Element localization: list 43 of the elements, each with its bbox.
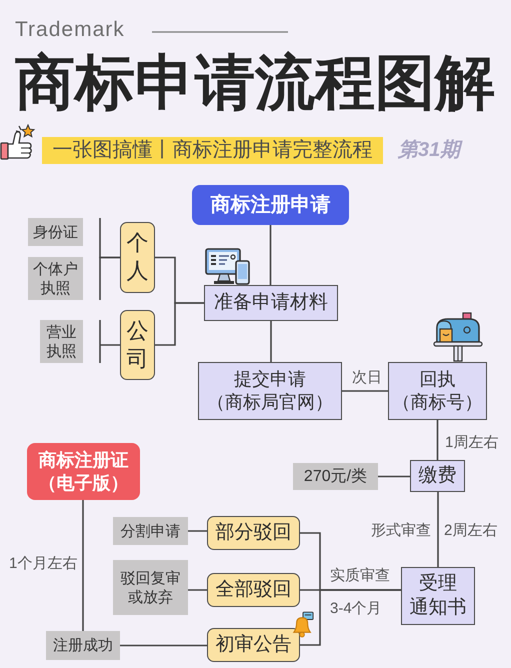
connector-line xyxy=(188,589,207,591)
connector-line xyxy=(342,390,388,392)
subtitle-banner: 一张图搞懂丨商标注册申请完整流程 xyxy=(42,137,383,164)
title: 商标申请流程图解 xyxy=(15,50,495,116)
process-box: 提交申请（商标局官网） xyxy=(198,362,342,420)
result-box: 商标注册证（电子版） xyxy=(27,443,140,500)
connector-line xyxy=(437,492,439,567)
process-box: 回执（商标号） xyxy=(388,362,487,420)
note-box: 个体户执照 xyxy=(28,257,83,300)
connector-line xyxy=(99,319,121,364)
connector-line xyxy=(378,476,410,478)
duration-label: 2周左右 xyxy=(444,522,498,540)
note-box: 身份证 xyxy=(28,218,83,246)
start-box: 商标注册申请 xyxy=(192,185,349,225)
edge-label: 1个月左右 xyxy=(8,555,78,573)
connector-line xyxy=(99,256,120,300)
edge-label: 实质审查 xyxy=(329,567,391,585)
note-box: 注册成功 xyxy=(46,631,120,660)
connector-line xyxy=(300,589,401,646)
connector-line xyxy=(270,225,272,285)
connector-line xyxy=(82,500,84,631)
note-box: 营业执照 xyxy=(40,320,83,363)
edge-label: 形式审查 xyxy=(370,522,432,540)
connector-line xyxy=(188,530,207,532)
option-box: 公司 xyxy=(120,310,155,380)
process-box: 受理通知书 xyxy=(401,567,475,625)
process-box: 缴费 xyxy=(410,460,465,492)
issue-number: 第31期 xyxy=(398,138,460,162)
note-box: 270元/类 xyxy=(293,463,378,490)
connector-line xyxy=(436,420,438,460)
process-box: 准备申请材料 xyxy=(204,285,338,321)
edge-label: 1周左右 xyxy=(444,434,500,452)
duration-label: 3-4个月 xyxy=(330,600,382,618)
connector-line xyxy=(270,321,272,362)
option-box: 初审公告 xyxy=(207,628,300,662)
option-box: 全部驳回 xyxy=(207,573,300,607)
connector-line xyxy=(120,644,207,646)
connector-line xyxy=(155,302,204,346)
option-box: 个人 xyxy=(120,222,155,293)
option-box: 部分驳回 xyxy=(207,516,300,550)
note-box: 分割申请 xyxy=(113,517,188,545)
heading-tag: Trademark xyxy=(15,17,125,42)
note-box: 驳回复审或放弃 xyxy=(113,560,188,615)
